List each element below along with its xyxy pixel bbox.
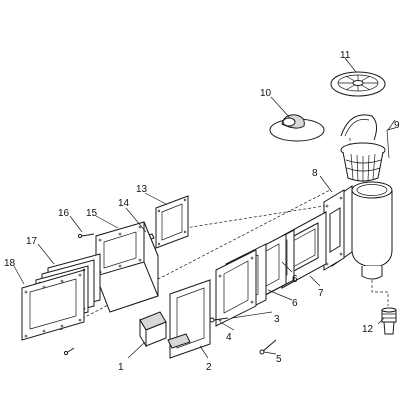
callout-14: 14 [118, 198, 130, 209]
callout-6-upper: 6 [292, 274, 298, 285]
callout-10: 10 [260, 88, 272, 99]
callout-7: 7 [318, 288, 324, 299]
part-wide-mouth-faceplate [95, 221, 159, 313]
part-skimmer-body [323, 181, 393, 280]
callout-8: 8 [312, 168, 318, 179]
callout-labels: 1 2 3 4 5 6 6 7 8 9 10 11 12 13 14 15 16… [4, 50, 400, 373]
callout-5: 5 [276, 354, 282, 365]
leader-lines [13, 57, 396, 359]
callout-18: 18 [4, 258, 16, 269]
callout-11: 11 [340, 50, 351, 61]
callout-1: 1 [118, 362, 124, 373]
callout-15: 15 [86, 208, 98, 219]
part-fitting [381, 307, 397, 335]
callout-3: 3 [274, 314, 280, 325]
callout-6-lower: 6 [292, 298, 298, 309]
part-skimmer-lid [330, 71, 386, 97]
part-basket [340, 114, 396, 182]
part-flap [139, 311, 191, 349]
callout-2: 2 [206, 362, 212, 373]
callout-17: 17 [26, 236, 38, 247]
part-front-faceplate [21, 269, 85, 341]
callout-12: 12 [362, 324, 374, 335]
part-gaskets-lower [215, 243, 267, 327]
callout-13: 13 [136, 184, 148, 195]
callout-4: 4 [226, 332, 232, 343]
part-screws [63, 233, 277, 356]
callout-9: 9 [394, 120, 400, 131]
part-small-plate [155, 195, 189, 249]
part-weir-float [269, 114, 325, 142]
callout-16: 16 [58, 208, 70, 219]
